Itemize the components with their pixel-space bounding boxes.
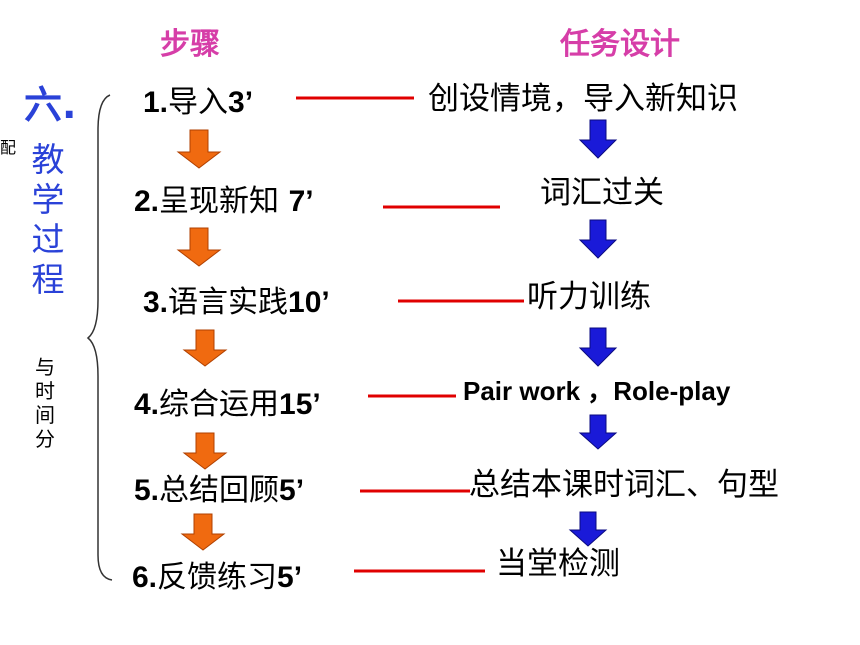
task-arrow-3 (578, 327, 618, 367)
step-6: 6.反馈练习5’ (132, 560, 303, 595)
step-arrow-4 (182, 432, 228, 470)
task-3: 听力训练 (527, 279, 651, 315)
step-arrow-5 (180, 513, 226, 551)
step-2: 2.呈现新知 7’ (134, 184, 314, 219)
task-arrow-2 (578, 219, 618, 259)
task-1: 创设情境，导入新知识 (428, 81, 738, 117)
step-arrow-1 (176, 129, 222, 169)
step-4: 4.综合运用15’ (134, 387, 321, 422)
task-4: Pair work ，Role-play (463, 376, 731, 406)
task-5: 总结本课时词汇、句型 (469, 467, 779, 503)
step-arrow-2 (176, 227, 222, 267)
tasks-header: 任务设计 (560, 27, 680, 62)
step-3: 3.语言实践10’ (143, 285, 330, 320)
step-arrow-3 (182, 329, 228, 367)
brace (86, 94, 113, 581)
step-5: 5.总结回顾5’ (134, 473, 305, 508)
step-1: 1.导入3’ (143, 85, 254, 120)
task-arrow-1 (578, 119, 618, 159)
steps-header: 步骤 (160, 27, 220, 62)
section-subtitle: 与时间分 (35, 355, 55, 451)
edge-text-fragment: 配 (0, 138, 17, 157)
task-arrow-4 (578, 414, 618, 450)
task-6: 当堂检测 (496, 546, 620, 582)
section-number: 六. (24, 83, 77, 127)
task-arrow-5 (568, 511, 608, 547)
section-title: 教学过程 (31, 140, 65, 299)
task-2: 词汇过关 (540, 175, 664, 211)
